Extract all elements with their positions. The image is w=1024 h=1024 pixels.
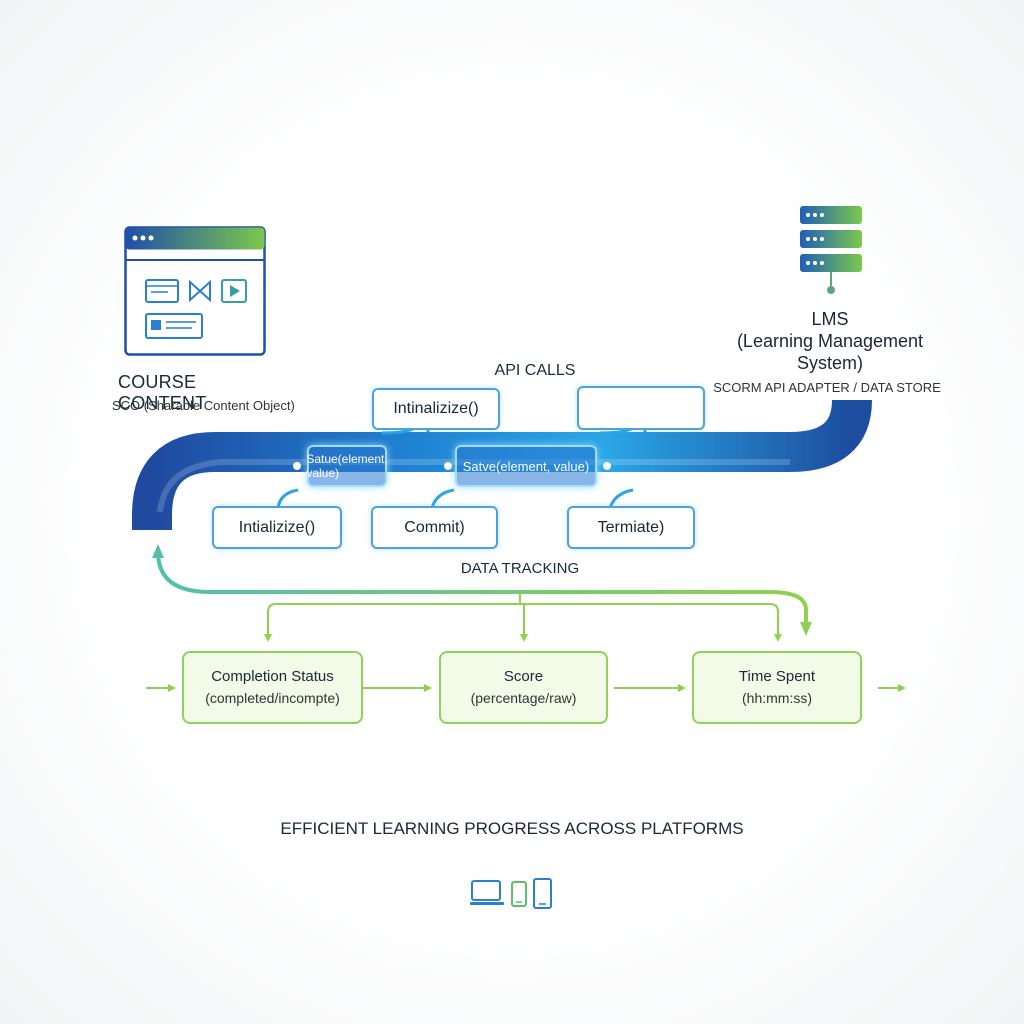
connector <box>608 488 634 509</box>
metric-sub: (completed/incompte) <box>205 690 340 707</box>
api-box-top-2[interactable] <box>577 386 705 430</box>
lms-title-line3: System) <box>796 353 863 373</box>
lms-title-line2: (Learning Management <box>736 331 924 351</box>
pipe-label-2[interactable]: Satve(element, value) <box>455 445 597 487</box>
data-tracking-heading: DATA TRACKING <box>460 560 580 577</box>
metric-label: Score <box>503 668 544 686</box>
api-pipeline <box>132 398 872 530</box>
metric-sub: (percentage/raw) <box>470 690 577 707</box>
metric-label: Completion Status <box>211 668 334 686</box>
lms-subtitle: SCORM API ADAPTER / DATA STORE <box>713 380 941 395</box>
phone-icon <box>511 881 527 907</box>
footer-title: EFFICIENT LEARNING PROGRESS ACROSS PLATF… <box>280 819 744 838</box>
api-box-bottom-3[interactable]: Termiate) <box>567 506 695 549</box>
metric-sub: (hh:mm:ss) <box>742 690 812 707</box>
course-content-subtitle: SCO (Sharable Content Object) <box>112 398 295 413</box>
course-content-title: COURSE CONTENT <box>118 372 207 413</box>
server-icon <box>798 204 864 296</box>
metric-score[interactable]: Score (percentage/raw) <box>439 651 608 724</box>
connector <box>430 488 455 509</box>
api-box-bottom-2[interactable]: Commit) <box>371 506 498 549</box>
connector <box>276 488 299 509</box>
metric-label: Time Spent <box>738 668 816 686</box>
data-tracking-loop <box>156 551 808 625</box>
api-box-bottom-1[interactable]: Intializize() <box>212 506 342 549</box>
device-icons <box>470 878 554 910</box>
lms-title-line1: LMS <box>811 309 849 329</box>
api-calls-heading: API CALLS <box>494 362 576 379</box>
api-box-top-1[interactable]: Intinalizize() <box>372 388 500 430</box>
pipe-label-1[interactable]: Satue(element, value) <box>306 445 388 487</box>
metric-time-spent[interactable]: Time Spent (hh:mm:ss) <box>692 651 862 724</box>
course-window-icon <box>124 226 266 356</box>
tablet-icon <box>533 878 552 909</box>
metric-completion-status[interactable]: Completion Status (completed/incompte) <box>182 651 363 724</box>
laptop-icon <box>470 880 504 905</box>
lms-title: LMS (Learning Management System) <box>720 308 940 374</box>
